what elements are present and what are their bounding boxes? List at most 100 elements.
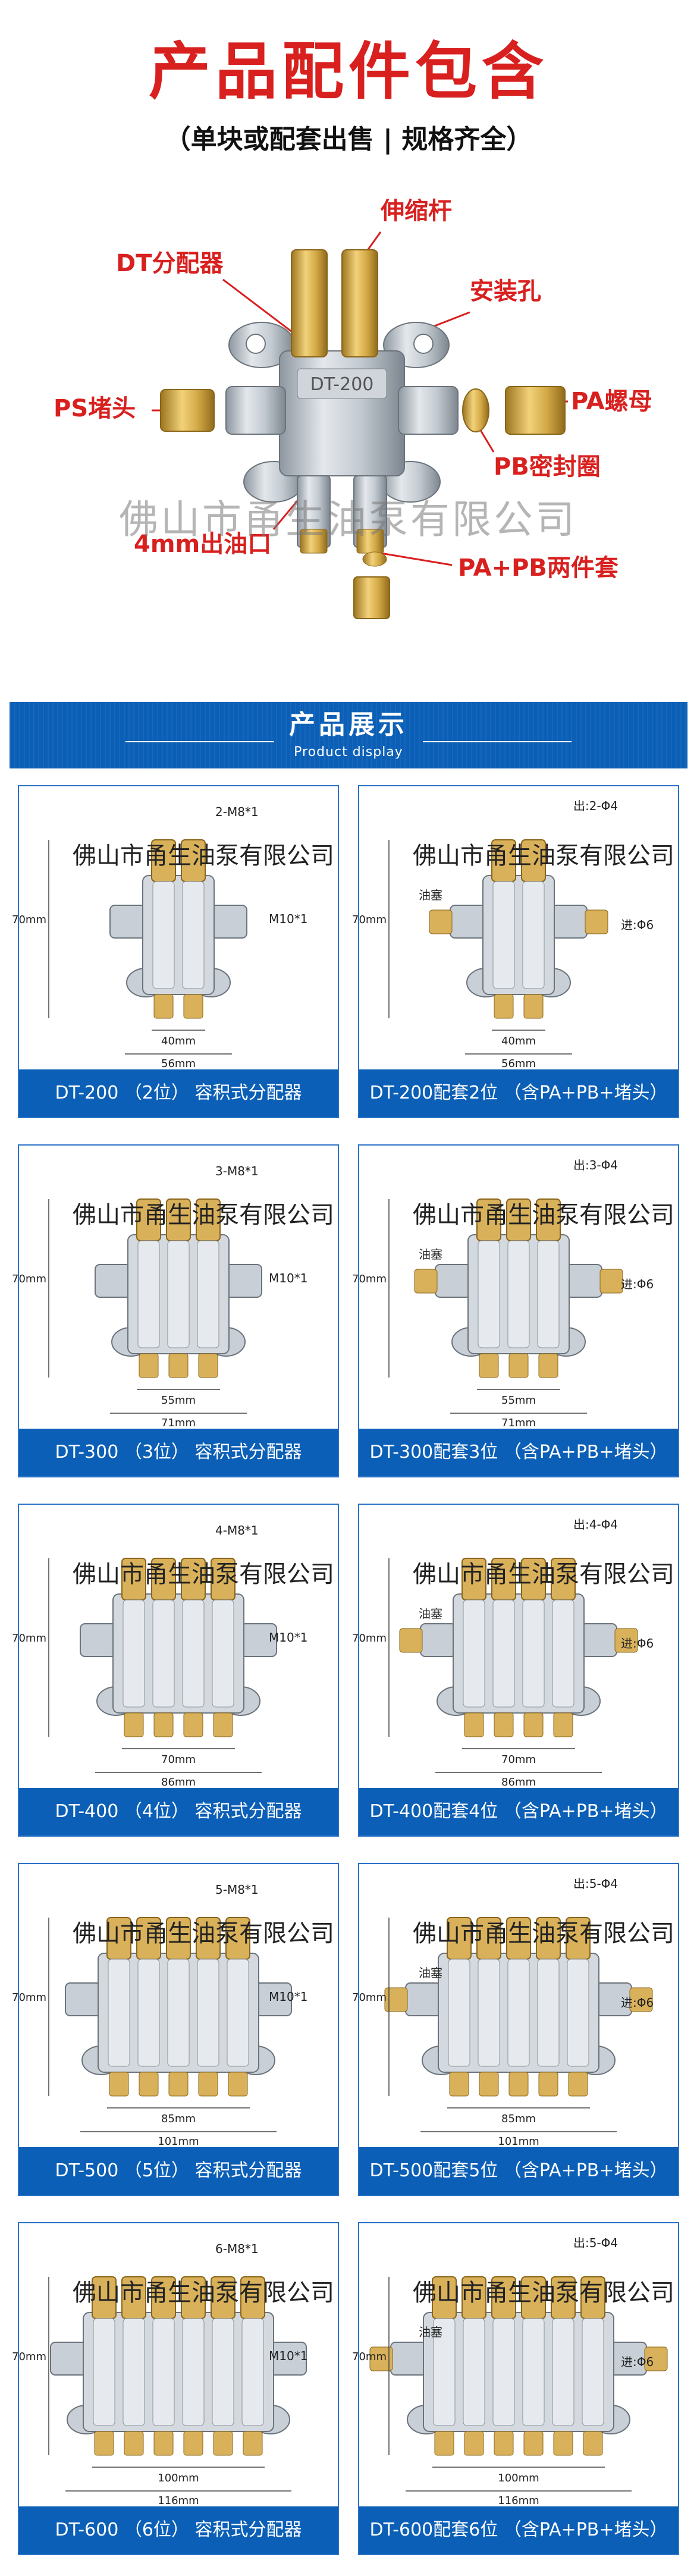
bottom-fitting xyxy=(464,2431,484,2456)
side-port-right xyxy=(580,1623,617,1657)
product-caption: DT-200配套2位 （含PA+PB+堵头） xyxy=(359,1069,678,1117)
callout-dt: DT分配器 xyxy=(116,250,224,277)
product-caption: DT-400配套4位 （含PA+PB+堵头） xyxy=(359,1788,678,1835)
body-model-text: DT-200 xyxy=(310,374,374,395)
distributor-illustration: DT-200 xyxy=(152,231,568,619)
outer-width-dimension: 71mm xyxy=(501,1417,536,1429)
callout-rod: 伸缩杆 xyxy=(381,197,452,225)
outer-width-dimension: 56mm xyxy=(501,1058,536,1070)
piston-cylinder xyxy=(152,2318,175,2426)
height-dimension: 70mm xyxy=(352,2351,387,2363)
inner-width-dimension: 70mm xyxy=(161,1753,196,1766)
inner-width-dimension: 55mm xyxy=(501,1394,536,1407)
bottom-fitting xyxy=(124,1712,144,1737)
height-dimension: 70mm xyxy=(352,1273,387,1285)
inner-width-dimension: 100mm xyxy=(158,2472,199,2484)
piston-cylinder xyxy=(507,1959,530,2067)
bottom-fitting xyxy=(508,2072,529,2097)
inlet-spec: 进:Φ6 xyxy=(621,1995,654,2010)
piston-cylinder xyxy=(492,2318,515,2426)
piston-cylinder xyxy=(492,881,515,989)
height-dimension: 70mm xyxy=(12,1632,46,1645)
side-thread-spec: M10*1 xyxy=(269,1990,307,2004)
piston-cylinder xyxy=(123,1599,145,1708)
outlet-spec: 出:5-Φ4 xyxy=(573,2236,618,2250)
side-thread-spec: M10*1 xyxy=(269,1271,307,1285)
inlet-spec: 进:Φ6 xyxy=(621,1277,654,1291)
plug-fitting xyxy=(429,909,453,934)
product-caption: DT-200 （2位） 容积式分配器 xyxy=(19,1069,338,1117)
bottom-fitting xyxy=(479,1353,499,1378)
piston-cylinder xyxy=(478,1959,500,2067)
bottom-fitting xyxy=(494,2431,514,2456)
piston-cylinder xyxy=(241,2318,264,2426)
side-port-left xyxy=(50,2342,87,2376)
inlet-spec: 进:Φ6 xyxy=(621,2355,654,2369)
bottom-fitting xyxy=(449,2072,469,2097)
bottom-fitting xyxy=(538,1353,558,1378)
height-dimension: 70mm xyxy=(12,1273,46,1285)
bottom-fitting xyxy=(523,1712,544,1737)
watermark: 佛山市甬生油泵有限公司 xyxy=(413,1561,674,1588)
side-thread-spec: M10*1 xyxy=(269,912,307,926)
inlet-fitting xyxy=(599,1269,623,1294)
side-port-left xyxy=(450,905,486,939)
piston-cylinder xyxy=(507,1240,530,1348)
outer-width-dimension: 101mm xyxy=(498,2135,539,2148)
bottom-fitting xyxy=(494,1712,514,1737)
callout-pb: PB密封圈 xyxy=(494,453,601,481)
piston-cylinder xyxy=(93,2318,115,2426)
inner-width-dimension: 85mm xyxy=(161,2113,196,2125)
bottom-fitting xyxy=(538,2072,558,2097)
inlet-fitting xyxy=(585,909,608,934)
bottom-fitting xyxy=(168,2072,189,2097)
bottom-fitting xyxy=(479,2072,499,2097)
height-dimension: 70mm xyxy=(352,914,387,926)
watermark: 佛山市甬生油泵有限公司 xyxy=(73,1561,334,1588)
inlet-fitting xyxy=(629,1987,653,2012)
piston-cylinder xyxy=(182,881,205,989)
height-dimension: 70mm xyxy=(352,1632,387,1645)
plug-label: 油塞 xyxy=(419,1607,442,1621)
piston-cylinder xyxy=(227,1959,249,2067)
piston-cylinder xyxy=(448,1959,470,2067)
piston-cylinder xyxy=(567,1959,589,2067)
outer-width-dimension: 71mm xyxy=(161,1417,196,1429)
outlet-spec: 出:4-Φ4 xyxy=(573,1517,618,1532)
piston-cylinder xyxy=(537,1959,560,2067)
bottom-fitting xyxy=(153,2431,174,2456)
outer-width-dimension: 116mm xyxy=(158,2495,199,2507)
page-subtitle: （单块或配套出售 | 规格齐全） xyxy=(164,124,533,155)
outer-width-dimension: 116mm xyxy=(498,2495,539,2507)
distributor-body xyxy=(453,1593,585,1714)
outer-width-dimension: 56mm xyxy=(161,1058,196,1070)
plug-fitting xyxy=(399,1628,423,1653)
watermark: 佛山市甬生油泵有限公司 xyxy=(73,842,334,870)
product-caption: DT-600配套6位 （含PA+PB+堵头） xyxy=(359,2506,678,2554)
bottom-fitting xyxy=(139,1353,159,1378)
bottom-fitting xyxy=(213,1712,233,1737)
thread-spec: 3-M8*1 xyxy=(215,1164,259,1178)
piston-cylinder xyxy=(463,2318,485,2426)
callout-outlet: 4mm出油口 xyxy=(134,531,272,558)
piston-cylinder xyxy=(108,1959,130,2067)
outer-width-dimension: 86mm xyxy=(501,1776,536,1789)
bottom-fitting xyxy=(568,2072,588,2097)
banner-rule-right xyxy=(423,741,572,742)
